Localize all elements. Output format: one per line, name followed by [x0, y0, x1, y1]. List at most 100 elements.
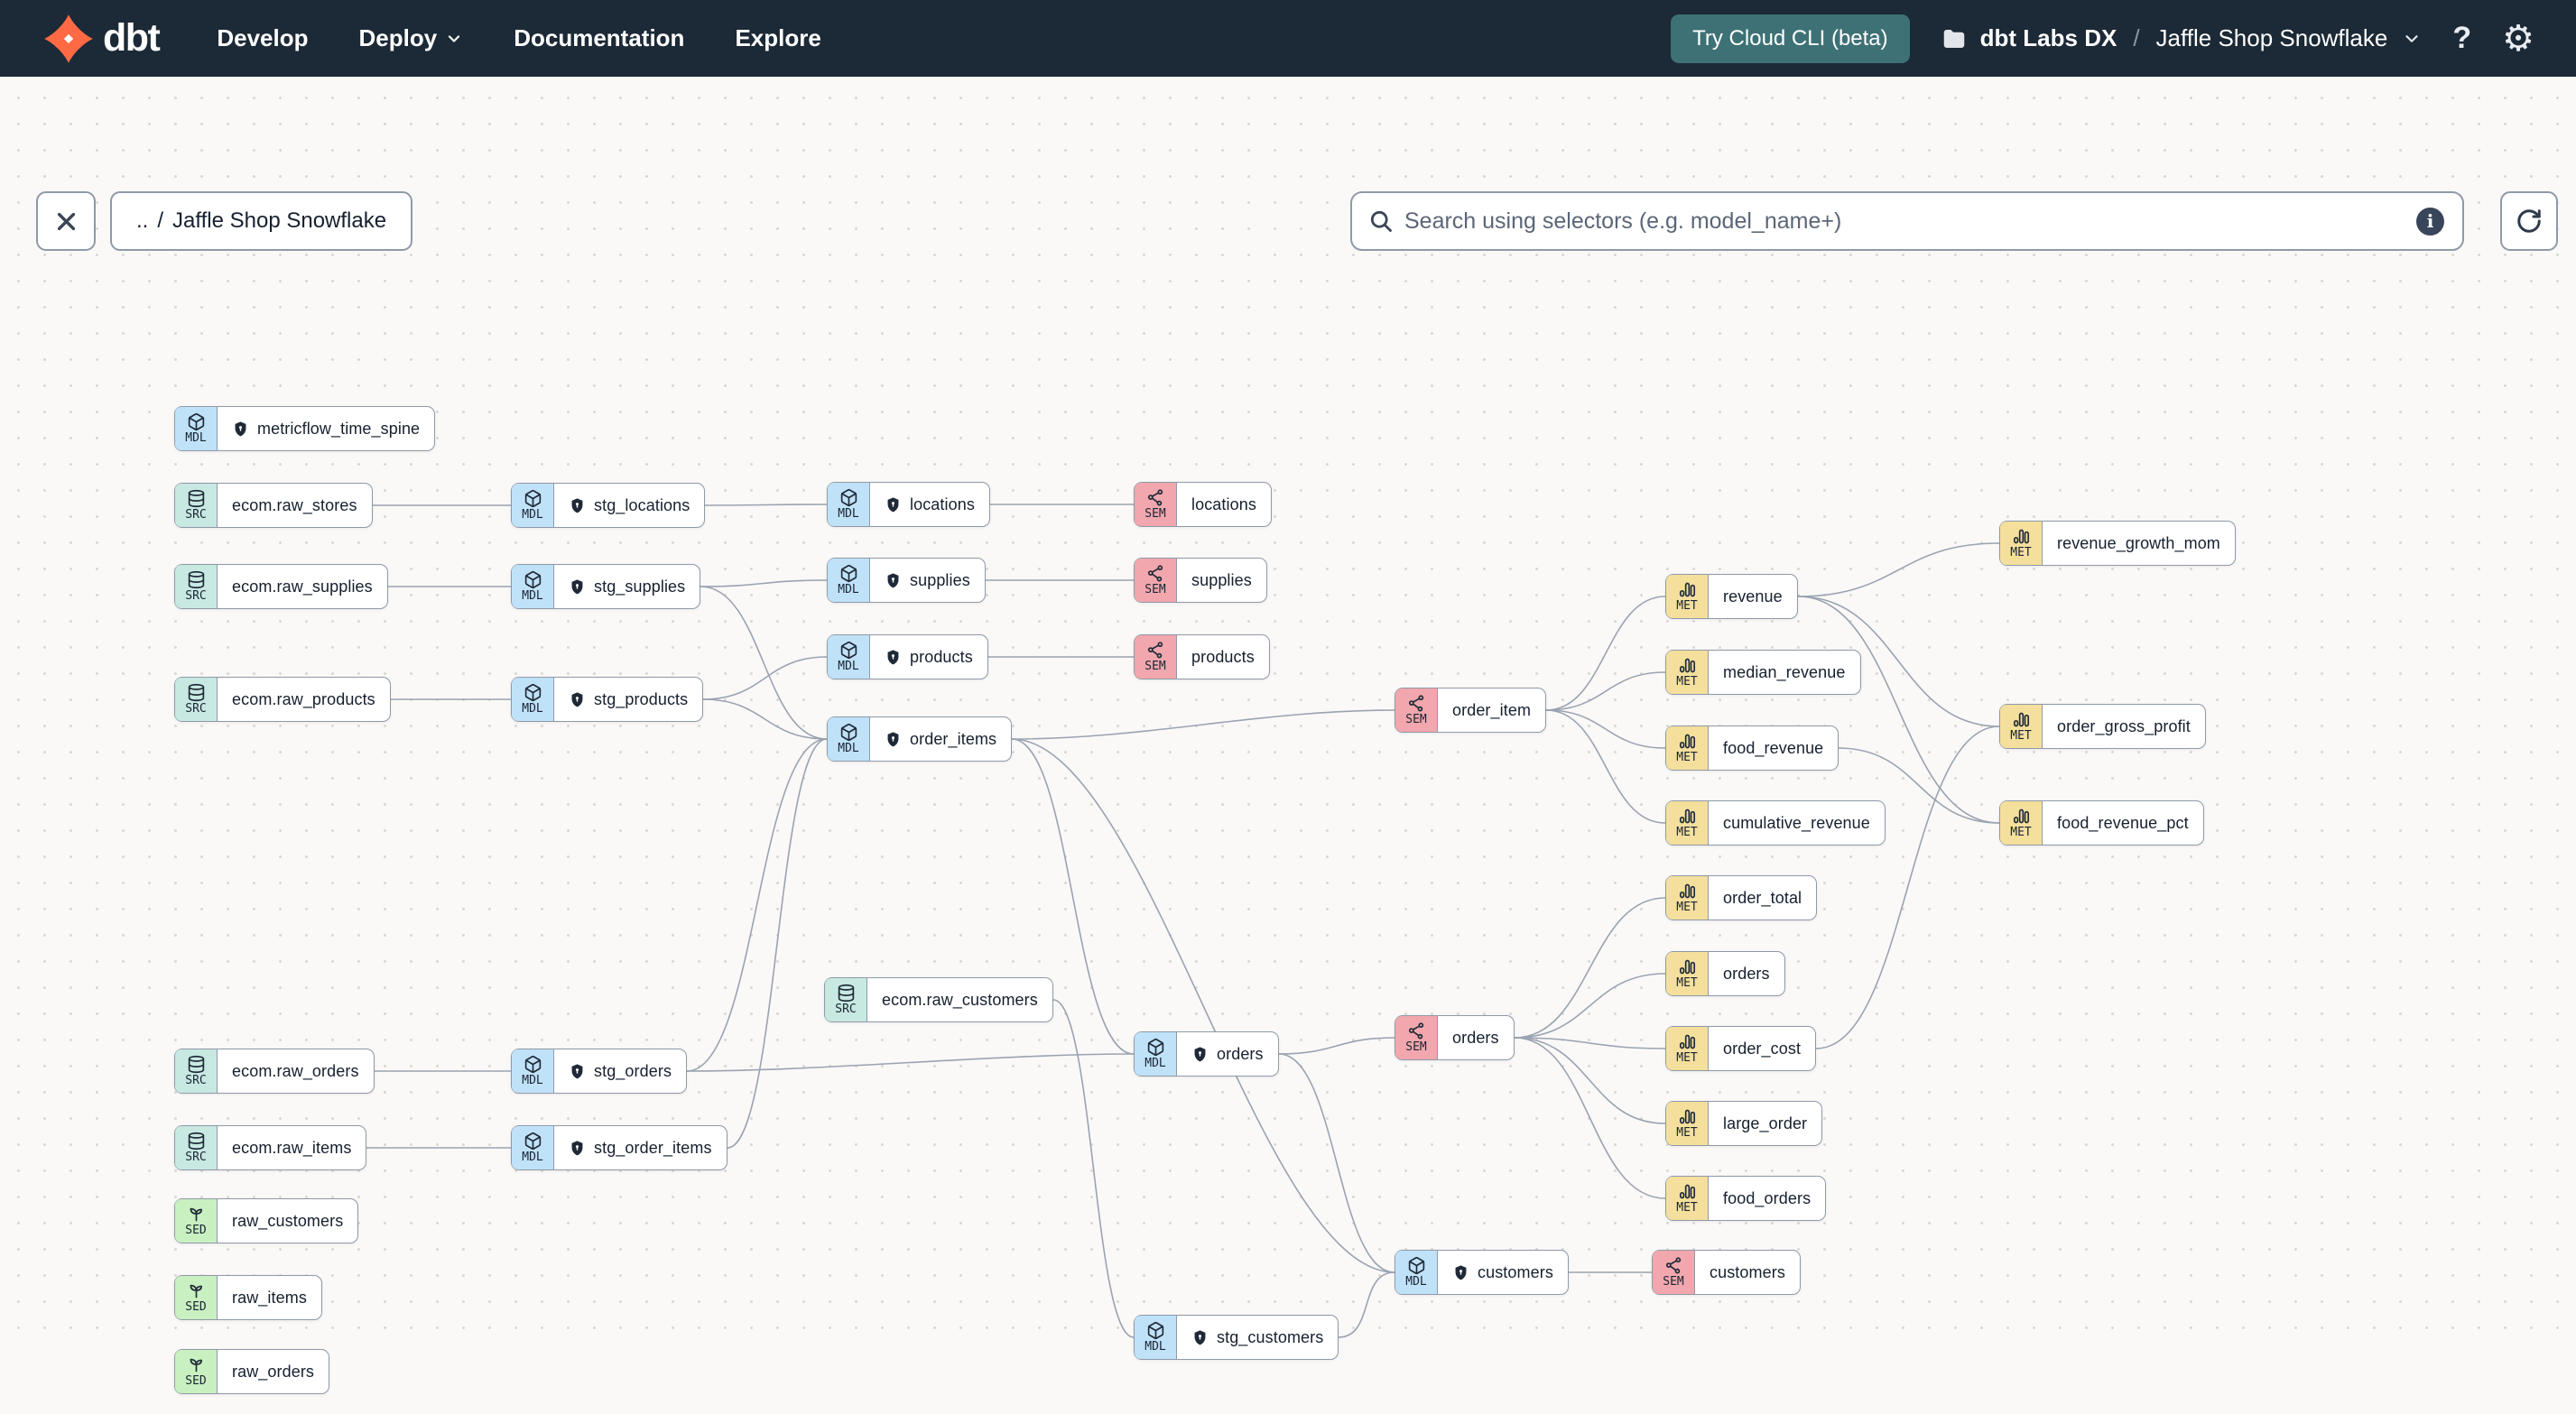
shield-icon	[1191, 1046, 1209, 1063]
node-type-badge: MET	[2000, 801, 2043, 845]
metric-icon	[1678, 882, 1697, 901]
node-label: ecom.raw_customers	[867, 978, 1052, 1021]
semantic-icon	[1146, 564, 1165, 583]
node-type-label: MET	[1676, 977, 1697, 990]
model-icon	[524, 489, 542, 508]
shield-icon	[569, 497, 586, 514]
nav-item-explore[interactable]: Explore	[735, 24, 820, 52]
breadcrumb-separator: /	[2129, 24, 2143, 52]
node-label: food_revenue_pct	[2043, 801, 2203, 845]
semantic-icon	[1407, 1021, 1426, 1040]
node-type-badge: MDL	[512, 1049, 554, 1093]
gear-icon[interactable]: ⚙	[2502, 21, 2534, 57]
node-type-label: MET	[1676, 1052, 1697, 1065]
node-label: food_orders	[1709, 1177, 1825, 1220]
graph-node-ecom.raw_supplies[interactable]: SRC ecom.raw_supplies	[174, 564, 388, 609]
node-label: revenue_growth_mom	[2043, 522, 2235, 565]
graph-node-customers_sem[interactable]: SEM customers	[1652, 1250, 1801, 1295]
breadcrumb[interactable]: .. / Jaffle Shop Snowflake	[110, 191, 412, 251]
node-label: ecom.raw_supplies	[218, 565, 387, 608]
folder-icon	[1941, 25, 1968, 52]
model-icon	[1146, 1038, 1165, 1057]
seed-icon	[187, 1355, 206, 1374]
node-type-badge: SEM	[1135, 559, 1177, 602]
node-type-label: MDL	[1144, 1058, 1165, 1070]
shield-icon	[885, 731, 902, 748]
node-label: order_gross_profit	[2043, 705, 2205, 748]
node-type-label: MDL	[522, 590, 542, 603]
chevron-down-icon	[445, 30, 463, 48]
node-label: order_item	[1438, 689, 1545, 732]
close-lineage-button[interactable]	[36, 191, 96, 251]
metric-icon	[1678, 732, 1697, 751]
account-name: dbt Labs DX	[1980, 24, 2117, 52]
node-type-badge: MET	[1666, 952, 1709, 995]
node-label: customers	[1695, 1251, 1800, 1294]
nav-item-deploy[interactable]: Deploy	[359, 24, 464, 52]
node-type-label: SEM	[1663, 1276, 1683, 1289]
node-label: raw_customers	[218, 1199, 357, 1243]
graph-node-order_cost[interactable]: MET order_cost	[1665, 1026, 1816, 1071]
try-cloud-cli-button[interactable]: Try Cloud CLI (beta)	[1671, 14, 1910, 63]
node-label: order_cost	[1709, 1027, 1815, 1070]
help-icon[interactable]: ?	[2452, 21, 2471, 56]
refresh-lineage-button[interactable]	[2500, 191, 2558, 251]
model-icon	[524, 683, 542, 702]
nav-item-develop[interactable]: Develop	[217, 24, 308, 52]
node-label: ecom.raw_items	[218, 1126, 366, 1169]
metric-icon	[1678, 807, 1697, 826]
dbt-logo[interactable]: dbt	[43, 14, 159, 64]
model-icon	[839, 641, 858, 660]
info-icon[interactable]: i	[2416, 208, 2444, 236]
search-input[interactable]	[1404, 208, 2405, 235]
node-type-badge: SEM	[1135, 483, 1177, 526]
source-icon	[187, 683, 206, 702]
account-project-switcher[interactable]: dbt Labs DX / Jaffle Shop Snowflake	[1941, 24, 2423, 52]
node-type-badge: SED	[175, 1276, 218, 1319]
shield-icon	[1452, 1264, 1469, 1281]
node-label: cumulative_revenue	[1709, 801, 1885, 845]
node-label: stg_locations	[554, 484, 704, 527]
node-type-label: SRC	[185, 590, 206, 603]
nav-item-documentation[interactable]: Documentation	[514, 24, 684, 52]
breadcrumb-up[interactable]: ..	[136, 208, 148, 234]
